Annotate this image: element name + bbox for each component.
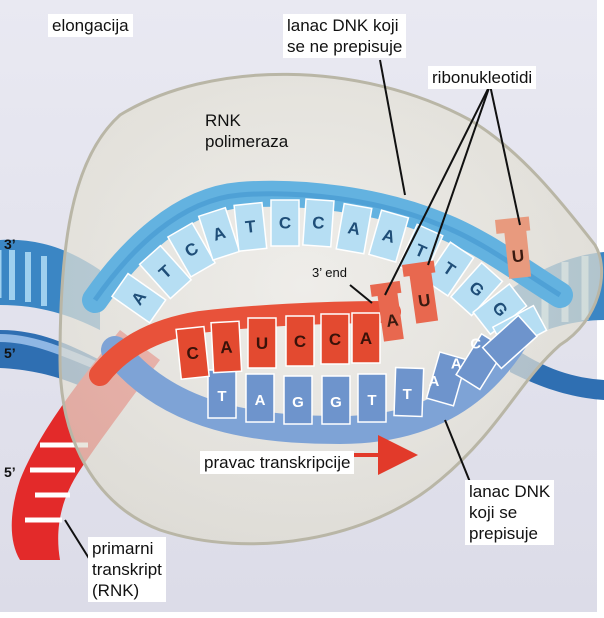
rna-polymerase-label: RNK polimeraza <box>205 110 288 152</box>
strand-end-label-top: 3’ <box>4 234 16 255</box>
base-letter: A <box>255 392 266 409</box>
base-pair: C <box>303 199 334 247</box>
base-letter: C <box>470 335 481 352</box>
svg-text:U: U <box>511 246 525 266</box>
base-pair: T <box>234 203 267 252</box>
base-letter: C <box>312 213 326 233</box>
svg-text:A: A <box>385 310 400 331</box>
svg-text:U: U <box>417 290 432 311</box>
base-pair: C <box>271 200 299 246</box>
base-letter: C <box>186 343 200 363</box>
strand-end-label-middle: 5’ <box>4 343 16 364</box>
base-pair: C <box>321 314 349 364</box>
base-letter: G <box>292 394 304 411</box>
base-letter: C <box>279 214 291 233</box>
ribonucleotides-label: ribonukleotidi <box>428 66 536 89</box>
base-letter: T <box>367 392 376 409</box>
base-pair: C <box>286 316 314 366</box>
base-letter: A <box>429 373 440 390</box>
base-letter: G <box>330 394 342 411</box>
stage-label: elongacija <box>48 14 133 37</box>
strand-end-label-bottom: 5’ <box>4 462 16 483</box>
primary-transcript-label: primarni transkript (RNK) <box>88 537 166 602</box>
nontemplate-strand-label: lanac DNK koji se ne prepisuje <box>283 14 406 58</box>
base-letter: T <box>403 386 412 403</box>
base-letter: T <box>217 388 226 405</box>
three-prime-end-label: 3’ end <box>312 262 347 283</box>
base-pair: A <box>352 313 380 363</box>
base-pair: U <box>248 318 276 368</box>
direction-label: pravac transkripcije <box>200 451 354 474</box>
base-letter: A <box>451 355 462 372</box>
base-letter: C <box>329 330 341 349</box>
template-strand-label: lanac DNK koji se prepisuje <box>465 480 554 545</box>
base-letter: C <box>294 332 306 351</box>
base-letter: A <box>220 338 233 358</box>
base-letter: A <box>360 329 372 348</box>
base-pair: A <box>211 321 242 372</box>
base-letter: U <box>256 334 268 353</box>
base-pair: C <box>176 327 209 380</box>
